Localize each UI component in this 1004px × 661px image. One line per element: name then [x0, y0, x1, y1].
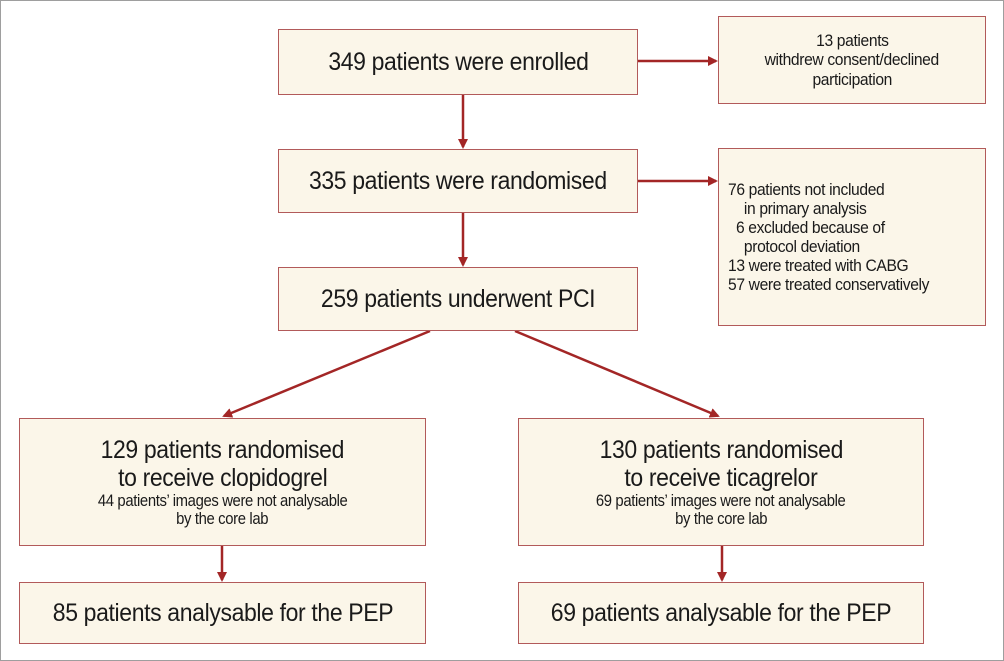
ticagrelor-line2: to receive ticagrelor [624, 463, 818, 492]
enrolled-text: 349 patients were enrolled [327, 48, 589, 76]
not-included-line6: 57 were treated conservatively [728, 275, 930, 295]
withdrew-line3: participation [812, 69, 892, 89]
not-included-line1: 76 patients not included [728, 179, 885, 199]
clopidogrel-line2: to receive clopidogrel [117, 463, 328, 492]
randomised-text: 335 patients were randomised [309, 167, 607, 195]
not-included-line2: in primary analysis [728, 198, 867, 218]
box-pep-left: 85 patients analysable for the PEP [19, 582, 426, 644]
pep-left-text: 85 patients analysable for the PEP [52, 599, 393, 627]
ticagrelor-line4: by the core lab [674, 510, 767, 528]
withdrew-line1: 13 patients [815, 31, 889, 51]
box-enrolled: 349 patients were enrolled [278, 29, 638, 95]
pep-right-text: 69 patients analysable for the PEP [550, 599, 892, 627]
withdrew-line2: withdrew consent/declined [764, 50, 940, 70]
clopidogrel-line1: 129 patients randomised [100, 435, 345, 464]
not-included-line5: 13 were treated with CABG [728, 256, 909, 276]
clopidogrel-line4: by the core lab [176, 510, 269, 528]
box-ticagrelor: 130 patients randomised to receive ticag… [518, 418, 924, 546]
not-included-line3: 6 excluded because of [728, 217, 885, 237]
pci-text: 259 patients underwent PCI [320, 285, 596, 313]
box-not-included: 76 patients not included in primary anal… [718, 148, 986, 326]
box-pci: 259 patients underwent PCI [278, 267, 638, 331]
box-randomised: 335 patients were randomised [278, 149, 638, 213]
ticagrelor-line1: 130 patients randomised [599, 435, 843, 464]
clopidogrel-line3: 44 patients’ images were not analysable [97, 491, 348, 510]
box-pep-right: 69 patients analysable for the PEP [518, 582, 924, 644]
ticagrelor-line3: 69 patients’ images were not analysable [596, 491, 846, 510]
box-withdrew: 13 patients withdrew consent/declined pa… [718, 16, 986, 104]
not-included-line4: protocol deviation [728, 237, 860, 256]
box-clopidogrel: 129 patients randomised to receive clopi… [19, 418, 426, 546]
